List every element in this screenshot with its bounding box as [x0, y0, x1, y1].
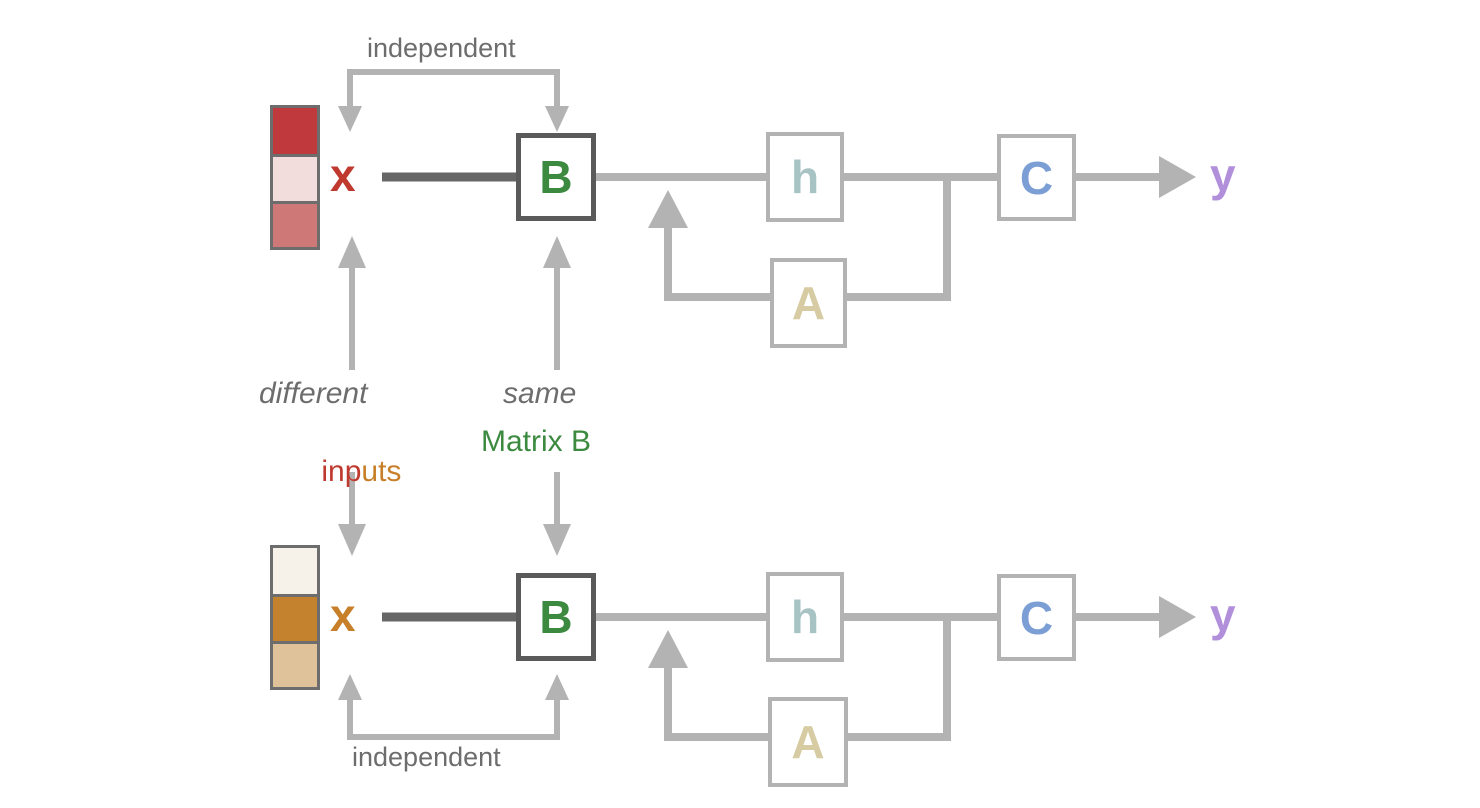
node-b-bottom[interactable]: B	[516, 573, 596, 661]
caption-inputs-part1: inp	[321, 455, 362, 488]
caption-same: same	[503, 377, 577, 410]
input-label-x-top: x	[330, 149, 356, 201]
output-label-y-bottom: y	[1210, 589, 1236, 641]
node-h-top-label: h	[790, 151, 820, 203]
node-a-bottom[interactable]: A	[768, 697, 848, 787]
label-independent-top: independent	[367, 33, 516, 63]
caption-matrix-b: Matrix B	[481, 425, 592, 458]
node-b-top-label: B	[539, 151, 573, 203]
node-h-top[interactable]: h	[766, 132, 844, 222]
independent-bracket-top	[338, 69, 569, 132]
node-c-top-label: C	[1019, 151, 1054, 204]
input-cell-top-1	[273, 154, 317, 201]
output-arrowhead-bottom	[1159, 596, 1196, 638]
node-c-bottom[interactable]: C	[997, 574, 1076, 661]
label-independent-bottom: independent	[352, 742, 501, 772]
node-a-bottom-label: A	[791, 716, 825, 768]
connector-different-inputs-up	[338, 236, 366, 370]
input-cell-bottom-1	[273, 594, 317, 641]
output-label-y-top: y	[1210, 149, 1236, 201]
caption-inputs-part2: uts	[361, 455, 402, 488]
input-cell-top-0	[273, 108, 317, 155]
node-c-bottom-label: C	[1019, 591, 1054, 644]
feedback-arrowhead-bottom	[648, 630, 688, 668]
caption-different: different	[259, 377, 368, 410]
caption-inputs: inputs	[288, 427, 401, 517]
input-label-x-bottom: x	[330, 589, 356, 641]
input-vector-top	[270, 105, 320, 250]
independent-bracket-bottom	[338, 674, 569, 740]
node-b-bottom-label: B	[539, 591, 573, 643]
feedback-arrowhead-top	[648, 190, 688, 228]
node-a-top-label: A	[791, 277, 826, 329]
input-cell-bottom-0	[273, 548, 317, 595]
output-arrowhead-top	[1159, 156, 1196, 198]
input-vector-bottom	[270, 545, 320, 690]
input-cell-bottom-2	[273, 640, 317, 687]
connector-same-matrixb-down	[543, 472, 571, 556]
node-b-top[interactable]: B	[516, 133, 596, 221]
input-cell-top-2	[273, 200, 317, 247]
connector-different-inputs-down	[338, 472, 366, 556]
node-h-bottom-label: h	[790, 591, 820, 643]
node-c-top[interactable]: C	[997, 134, 1076, 221]
node-a-top[interactable]: A	[770, 258, 847, 348]
connector-same-matrixb-up	[543, 236, 571, 370]
node-h-bottom[interactable]: h	[766, 572, 844, 662]
